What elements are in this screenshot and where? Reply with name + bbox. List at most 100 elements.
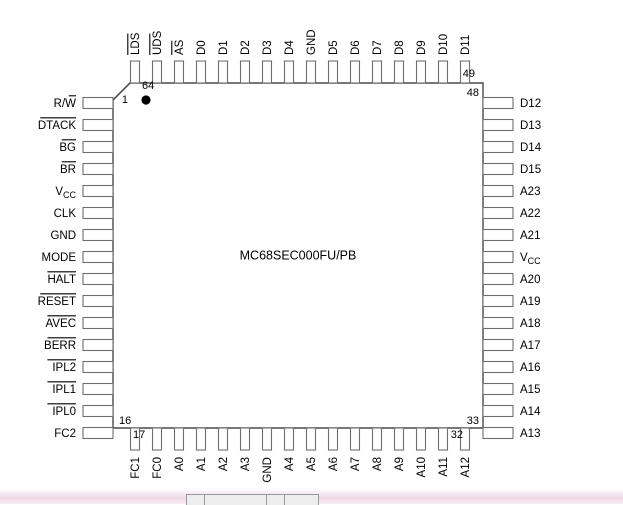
pin-left-avec[interactable] [82, 316, 114, 330]
svg-text:RESET: RESET [38, 296, 76, 308]
pin-number-64: 64 [142, 80, 154, 92]
svg-text:D13: D13 [520, 120, 541, 132]
pin-right-a17[interactable] [482, 338, 514, 352]
pin-right-d12[interactable] [482, 96, 514, 110]
pin-right-a15[interactable] [482, 382, 514, 396]
toolbar-segment-3[interactable] [267, 495, 285, 505]
pin-bottom-a9[interactable] [393, 427, 405, 451]
pin-left-ipl2[interactable] [82, 360, 114, 374]
pin-label: A15 [520, 384, 540, 396]
pin-left-mode[interactable] [82, 250, 114, 264]
pin-right-a21[interactable] [482, 228, 514, 242]
pin-right-a20[interactable] [482, 272, 514, 286]
pin-bottom-a0[interactable] [173, 427, 185, 451]
pin-bottom-a11[interactable] [437, 427, 449, 451]
pin-right-a23[interactable] [482, 184, 514, 198]
pin-label: D6 [350, 40, 362, 55]
pin-top-d1[interactable] [217, 60, 229, 84]
toolbar-segment-2[interactable] [205, 495, 267, 505]
pin-bottom-a12[interactable] [459, 427, 471, 451]
pin-top-lds[interactable] [129, 60, 141, 84]
pin-top-d4[interactable] [283, 60, 295, 84]
pin-label: BERR [44, 337, 76, 352]
pin-label: A4 [284, 456, 296, 471]
pin-bottom-a8[interactable] [371, 427, 383, 451]
pin-left-gnd[interactable] [82, 228, 114, 242]
pin-top-d5[interactable] [327, 60, 339, 84]
pin-top-gnd[interactable] [305, 60, 317, 84]
pin-right-d13[interactable] [482, 118, 514, 132]
svg-text:D15: D15 [520, 164, 541, 176]
pin-left-ipl1[interactable] [82, 382, 114, 396]
svg-text:FC2: FC2 [54, 428, 76, 440]
pin-label: A14 [520, 406, 541, 418]
pin-top-d2[interactable] [239, 60, 251, 84]
svg-text:VCC: VCC [520, 252, 541, 266]
pin-top-uds[interactable] [151, 60, 163, 84]
pin-bottom-a5[interactable] [305, 427, 317, 451]
svg-text:A16: A16 [520, 362, 540, 374]
pin-label: BG [59, 139, 76, 154]
bottom-partial-toolbar[interactable] [186, 494, 319, 505]
pin-right-a16[interactable] [482, 360, 514, 374]
svg-text:D1: D1 [218, 40, 230, 55]
svg-text:A1: A1 [196, 457, 208, 471]
pin-label: VCC [55, 186, 76, 200]
pin-label: GND [262, 457, 274, 483]
pin-bottom-a3[interactable] [239, 427, 251, 451]
pin-right-d14[interactable] [482, 140, 514, 154]
pin-number-49: 49 [463, 68, 475, 80]
pin-right-a18[interactable] [482, 316, 514, 330]
pin-bottom-gnd[interactable] [261, 427, 273, 451]
pin-right-a19[interactable] [482, 294, 514, 308]
pin-top-d11[interactable] [459, 60, 471, 84]
pin-left-ipl0[interactable] [82, 404, 114, 418]
pin-top-d6[interactable] [349, 60, 361, 84]
pin-bottom-a10[interactable] [415, 427, 427, 451]
pin-left-berr[interactable] [82, 338, 114, 352]
pin-bottom-a1[interactable] [195, 427, 207, 451]
toolbar-segment-1[interactable] [187, 495, 205, 505]
pin-label: LDS [127, 32, 142, 55]
pin-right-vcc[interactable] [482, 250, 514, 264]
pin-left-reset[interactable] [82, 294, 114, 308]
pin-top-d10[interactable] [437, 60, 449, 84]
pin-left-fc2[interactable] [82, 426, 114, 440]
pin-label: MODE [42, 252, 77, 264]
svg-text:D2: D2 [240, 40, 252, 55]
pin-top-as[interactable] [173, 60, 185, 84]
pin-top-d7[interactable] [371, 60, 383, 84]
pin-bottom-a2[interactable] [217, 427, 229, 451]
svg-text:D7: D7 [372, 40, 384, 55]
pin-label: A1 [196, 457, 208, 471]
pin-top-d3[interactable] [261, 60, 273, 84]
pin-label: DTACK [38, 117, 76, 132]
pin-left-br[interactable] [82, 162, 114, 176]
pin-right-d15[interactable] [482, 162, 514, 176]
pin-right-a14[interactable] [482, 404, 514, 418]
pin-left-r/w[interactable] [82, 96, 114, 110]
pin-label: A22 [520, 208, 540, 220]
pin-left-clk[interactable] [82, 206, 114, 220]
pin-bottom-a6[interactable] [327, 427, 339, 451]
svg-text:A0: A0 [174, 457, 186, 471]
pin-top-d8[interactable] [393, 60, 405, 84]
pin-label: D0 [196, 40, 208, 55]
pin-top-d0[interactable] [195, 60, 207, 84]
pin-left-bg[interactable] [82, 140, 114, 154]
svg-text:A13: A13 [520, 428, 540, 440]
svg-text:A6: A6 [328, 457, 340, 471]
pin-right-a13[interactable] [482, 426, 514, 440]
pin-label: A17 [520, 340, 540, 352]
pin-bottom-a4[interactable] [283, 427, 295, 451]
pin-left-dtack[interactable] [82, 118, 114, 132]
pin-label: D2 [240, 40, 252, 55]
pin-bottom-fc1[interactable] [129, 427, 141, 451]
pin-bottom-fc0[interactable] [151, 427, 163, 451]
pin-bottom-a7[interactable] [349, 427, 361, 451]
pin-top-d9[interactable] [415, 60, 427, 84]
pin-right-a22[interactable] [482, 206, 514, 220]
pin-left-vcc[interactable] [82, 184, 114, 198]
pin-left-halt[interactable] [82, 272, 114, 286]
pin-label: A2 [218, 457, 230, 471]
